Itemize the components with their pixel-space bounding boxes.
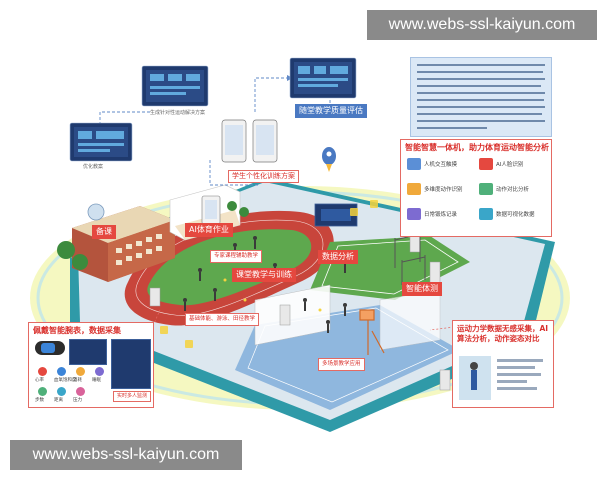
live-monitor-screen	[111, 339, 151, 389]
kinetics-panel: 运动力学数据无感采集，AI算法分析，动作姿态对比	[452, 320, 554, 408]
wearable-panel-title: 佩戴智能腕表，数据采集	[33, 326, 121, 335]
label-data-analysis: 数据分析	[318, 250, 358, 264]
wearable-metric-label: 步数	[35, 398, 44, 403]
label-quality: 随堂教学质量评估	[295, 104, 367, 118]
label-multi: 多场景教学应用	[318, 358, 365, 371]
distance-icon	[57, 387, 66, 396]
watermark-top: www.webs-ssl-kaiyun.com	[367, 10, 597, 40]
intro-text-block	[410, 57, 552, 137]
label-basic: 基础体能、游泳、田径教学	[185, 313, 260, 326]
label-personal: 学生个性化训练方案	[228, 170, 299, 183]
label-plan: 生成针对性运动解决方案	[150, 110, 206, 116]
terminal-item-label: 多维度动作识别	[424, 187, 463, 193]
terminal-panel-title: 智能智慧一体机，助力体育运动智能分析	[405, 143, 549, 152]
label-expert: 专家课程辅助教学	[210, 250, 263, 263]
analysis-readout	[497, 359, 547, 399]
terminal-item-label: 人机交互触摸	[424, 162, 458, 168]
rocket-icon	[322, 147, 336, 172]
person-icon	[407, 158, 421, 170]
record-icon	[407, 208, 421, 220]
motion-icon	[407, 183, 421, 195]
step-icon	[38, 387, 47, 396]
wearable-metric-label: 消耗	[73, 378, 82, 383]
watermark-bottom: www.webs-ssl-kaiyun.com	[10, 440, 242, 470]
screen-icon	[479, 208, 493, 220]
dashboard-screens	[69, 57, 357, 162]
athlete-photo	[459, 356, 491, 400]
label-class-training: 课堂教学与训练	[232, 268, 296, 282]
wearable-panel: 佩戴智能腕表，数据采集 心率 血氧饱和度消耗 睡眠步数 距离 压力 实时多人监测	[28, 322, 154, 408]
label-live: 实时多人监测	[113, 391, 152, 402]
wearable-metric-label: 睡眠	[92, 378, 101, 383]
wearable-metric-label: 距离	[54, 398, 63, 403]
kinetics-panel-title: 运动力学数据无感采集，AI算法分析，动作姿态对比	[457, 324, 549, 343]
terminal-item-label: 日常锻炼记录	[424, 212, 458, 218]
terminal-panel: 智能智慧一体机，助力体育运动智能分析 人机交互触摸 AI人脸识别多维度动作识别 动作…	[400, 139, 552, 237]
oxygen-icon	[57, 367, 66, 376]
phone-mockups	[201, 119, 278, 225]
calorie-icon	[76, 367, 85, 376]
terminal-item-label: 动作对比分析	[496, 187, 530, 193]
watch-dashboard-screen	[69, 339, 107, 365]
terminal-item-label: AI人脸识别	[496, 162, 524, 168]
terminal-item-label: 数据可视化数据	[496, 212, 535, 218]
wearable-metric-label: 压力	[73, 398, 82, 403]
label-ai-homework: AI体育作业	[185, 223, 233, 237]
sleep-icon	[95, 367, 104, 376]
wearable-metric-label: 心率	[35, 378, 44, 383]
heart-icon	[38, 367, 47, 376]
field-inner	[147, 229, 312, 306]
pressure-icon	[76, 387, 85, 396]
ai-icon	[479, 158, 493, 170]
label-optimize: 优化教案	[83, 164, 104, 170]
chart-icon	[479, 183, 493, 195]
label-preview: 备课	[92, 225, 116, 239]
label-smart-station: 智能体测	[402, 282, 442, 296]
wearable-metric-label: 血氧饱和度	[54, 378, 77, 383]
